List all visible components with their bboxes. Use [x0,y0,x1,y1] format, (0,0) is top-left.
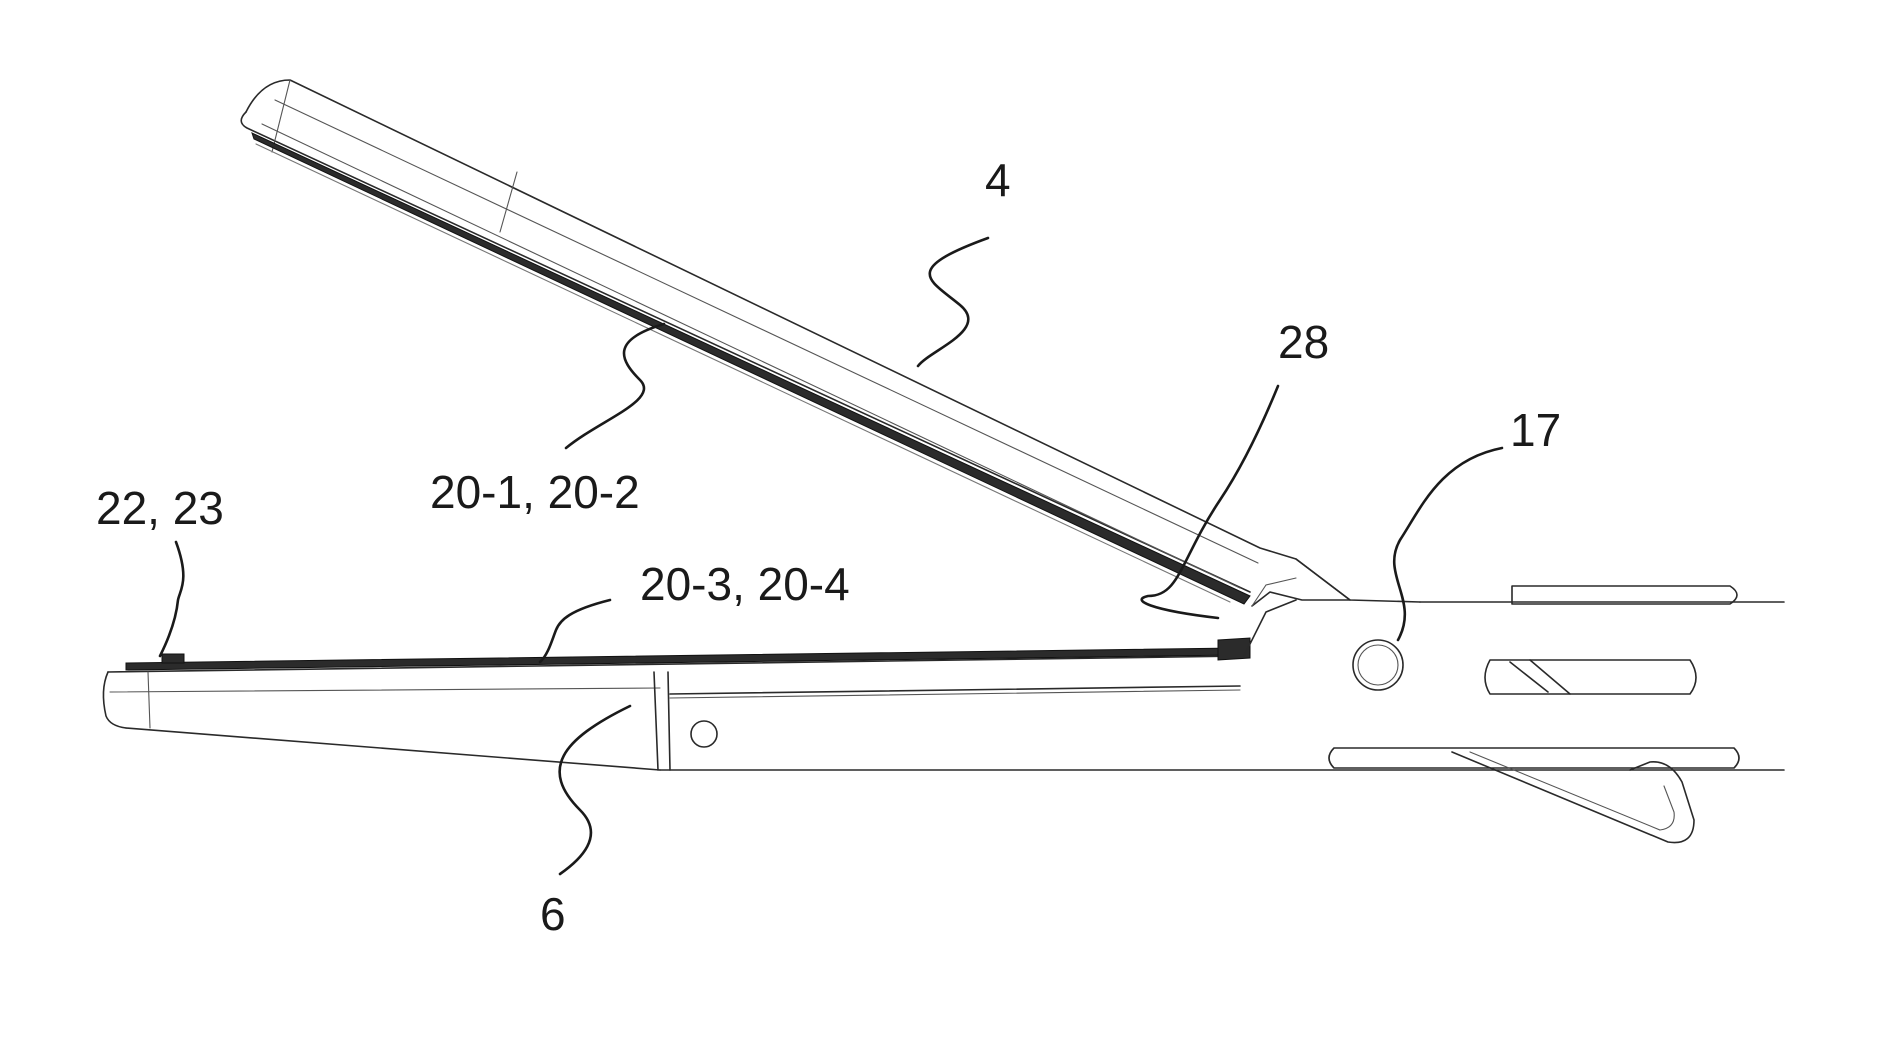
label-distal-elements: 22, 23 [96,482,224,534]
leader-17 [1394,448,1502,640]
label-lower-jaw: 6 [540,888,566,940]
label-stop-element: 28 [1278,316,1329,368]
lower-jaw [103,638,1784,770]
leader-4 [918,238,988,366]
leader-6 [560,706,630,874]
housing [1244,586,1784,843]
upper-jaw [241,80,1420,606]
label-upper-electrodes: 20-1, 20-2 [430,466,640,518]
leader-20-3 [540,600,610,662]
leader-22-23 [160,542,183,656]
label-pivot: 17 [1510,404,1561,456]
leader-20-1 [566,324,664,448]
reference-labels: 4 20-1, 20-2 22, 23 20-3, 20-4 28 17 6 [96,154,1561,940]
label-upper-jaw: 4 [985,154,1011,206]
label-lower-electrodes: 20-3, 20-4 [640,558,850,610]
